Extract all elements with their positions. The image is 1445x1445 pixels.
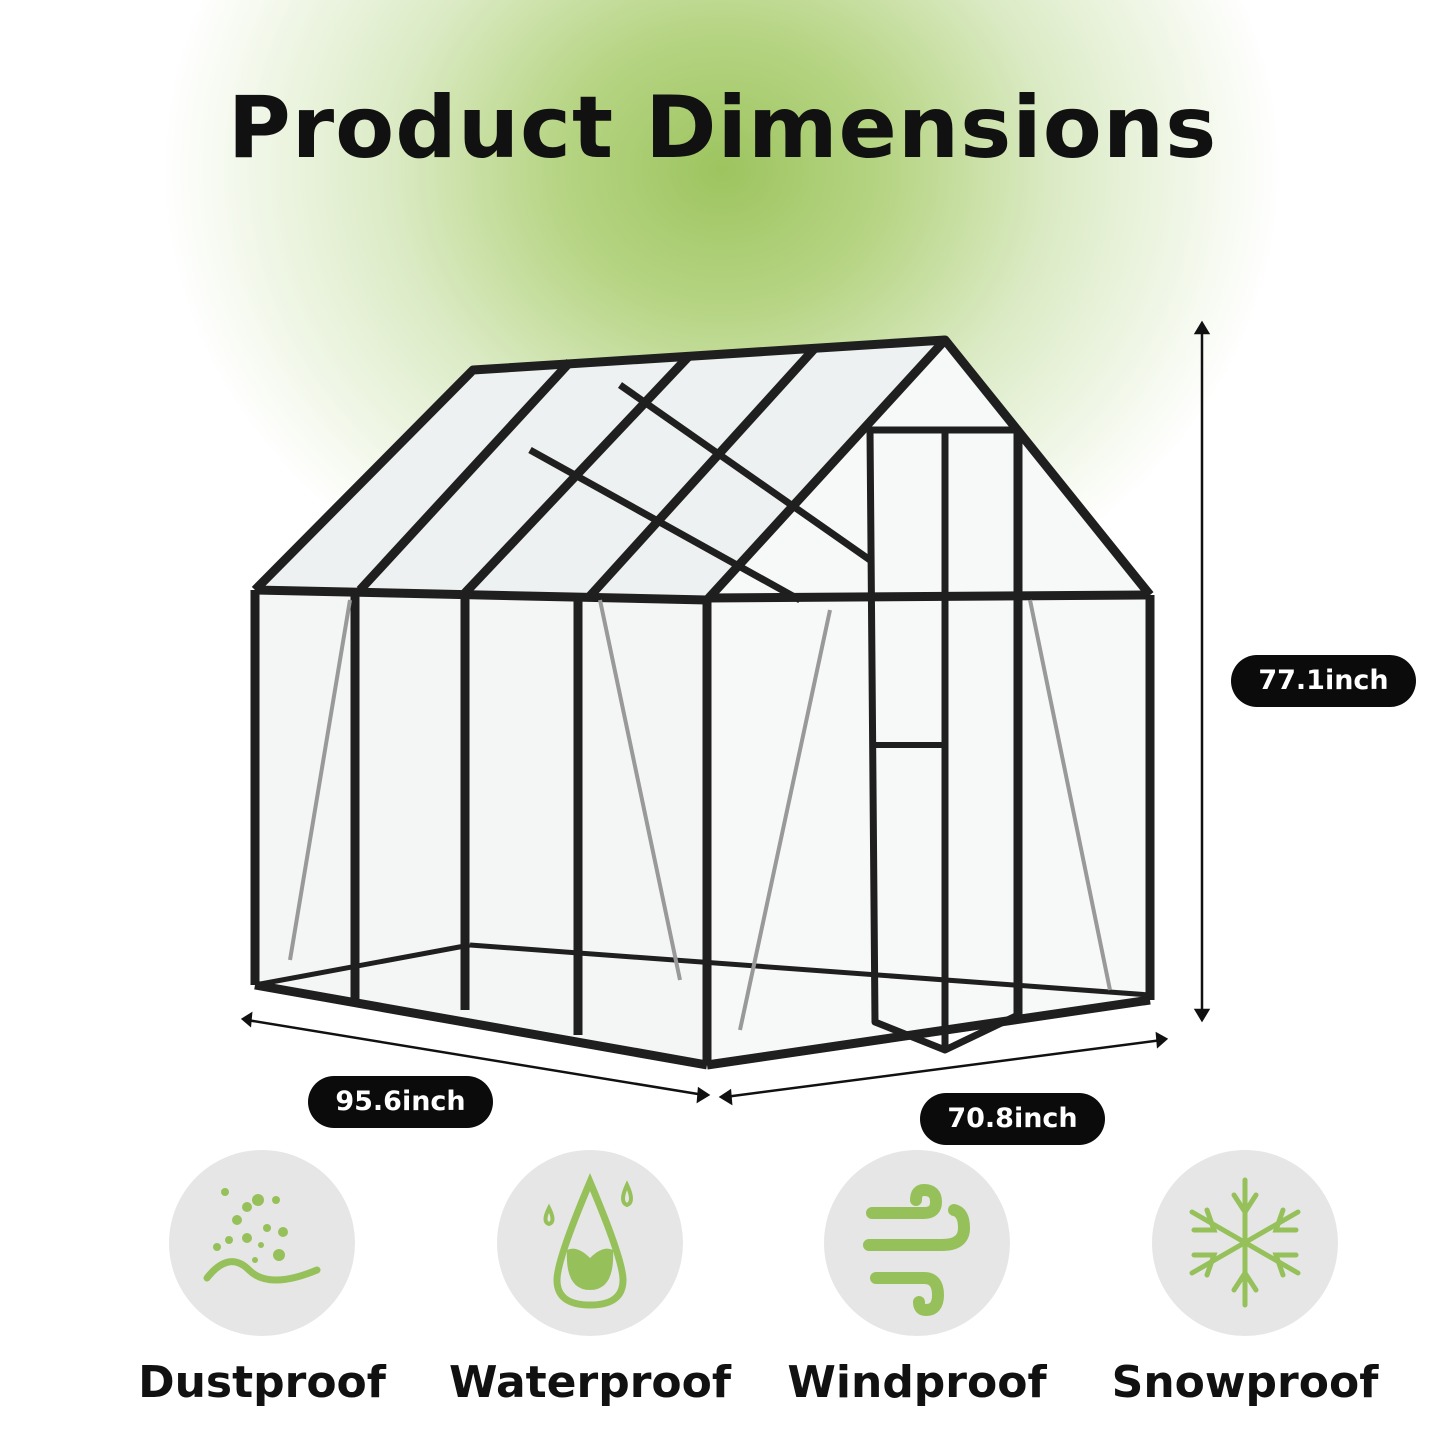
feature-label-waterproof: Waterproof — [448, 1357, 732, 1408]
feature-label-windproof: Windproof — [787, 1357, 1047, 1408]
wind-icon — [863, 1183, 971, 1317]
feature-label-snowproof: Snowproof — [1111, 1357, 1379, 1408]
water-drop-icon — [543, 1173, 633, 1309]
dimension-arrows — [240, 320, 1211, 1106]
feature-waterproof — [495, 1150, 685, 1336]
page-title: Product Dimensions — [227, 78, 1218, 178]
width-label: 70.8inch — [920, 1093, 1105, 1145]
feature-snowproof — [1150, 1150, 1340, 1336]
dust-icon — [203, 1188, 321, 1284]
feature-windproof — [822, 1150, 1012, 1336]
feature-label-dustproof: Dustproof — [138, 1357, 386, 1408]
height-label: 77.1inch — [1231, 655, 1416, 707]
length-label: 95.6inch — [308, 1076, 493, 1128]
feature-dustproof — [167, 1150, 357, 1336]
snowflake-icon — [1189, 1177, 1301, 1308]
